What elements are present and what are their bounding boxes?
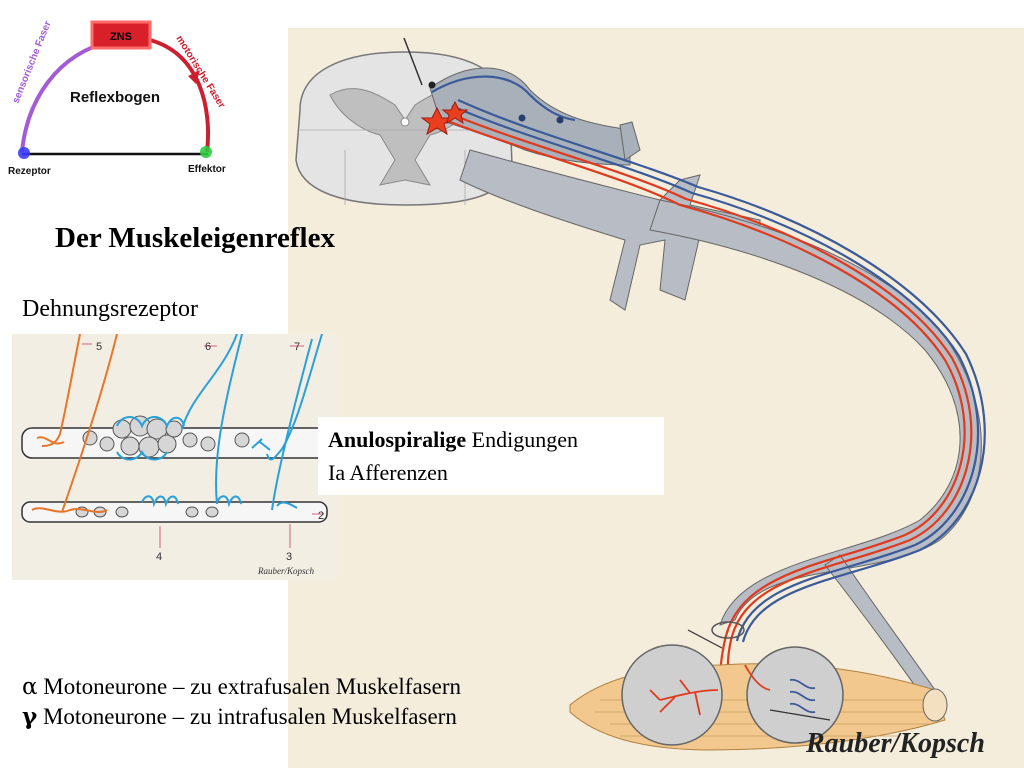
nuclear-chain-fiber (21, 501, 328, 523)
ending-label-box: Anulospiralige Endigungen Ia Afferenzen (318, 417, 664, 495)
ending-label-line-2: Ia Afferenzen (328, 460, 448, 485)
ending-label-line-1: Anulospiralige Endigungen (328, 427, 578, 453)
spindle-credit: Rauber/Kopsch (257, 566, 314, 576)
figure-credit: Rauber/Kopsch (806, 728, 985, 759)
zns-box (90, 20, 152, 50)
receptor-dot (18, 147, 30, 159)
effector-label: Effektor (188, 164, 226, 175)
spindle-number-4: 4 (156, 551, 162, 563)
ending-label-bold: Anulospiralige (328, 427, 467, 452)
nerve-fibers (428, 75, 986, 691)
motor-fiber-label: motorische Faser (173, 34, 227, 111)
gamma-motoneuron-line: γ Motoneurone – zu intrafusalen Muskelfa… (22, 702, 461, 731)
motor-arc (149, 38, 211, 153)
spindle-number-2: 2 (318, 510, 324, 522)
spindle-number-7: 7 (294, 341, 300, 353)
motor-arrow-icon (188, 70, 200, 84)
receptor-heading: Dehnungsrezeptor (22, 296, 198, 322)
effector-dot (200, 146, 212, 158)
slide-title: Der Muskeleigenreflex (55, 222, 335, 254)
alpha-text: Motoneurone – zu extrafusalen Muskelfase… (37, 674, 461, 699)
alpha-motoneuron-line: α Motoneurone – zu extrafusalen Muskelfa… (22, 672, 461, 702)
reflex-arc-diagram: ZNS Reflexbogen sensorische Faser motori… (8, 19, 227, 177)
muscle (569, 621, 948, 751)
reflex-arc-title: Reflexbogen (70, 89, 160, 106)
muscle-spindle-drawing: 5 6 7 2 4 3 Rauber/Kopsch (21, 334, 328, 576)
sensory-fiber-label: sensorische Faser (11, 19, 54, 105)
motoneuron-list: α Motoneurone – zu extrafusalen Muskelfa… (22, 672, 461, 731)
gamma-text: Motoneurone – zu intrafusalen Muskelfase… (37, 704, 457, 729)
receptor-label: Rezeptor (8, 166, 51, 177)
gamma-symbol: γ (22, 703, 38, 730)
spindle-number-6: 6 (205, 341, 211, 353)
spindle-number-3: 3 (286, 551, 292, 563)
spindle-number-5: 5 (96, 341, 102, 353)
motor-neurons (420, 100, 469, 136)
ending-label-rest: Endigungen (466, 427, 578, 452)
muscle-spindle-figure: 5 6 7 2 4 3 Rauber/Kopsch (12, 334, 337, 580)
zns-label: ZNS (110, 31, 132, 43)
alpha-symbol: α (22, 674, 38, 700)
